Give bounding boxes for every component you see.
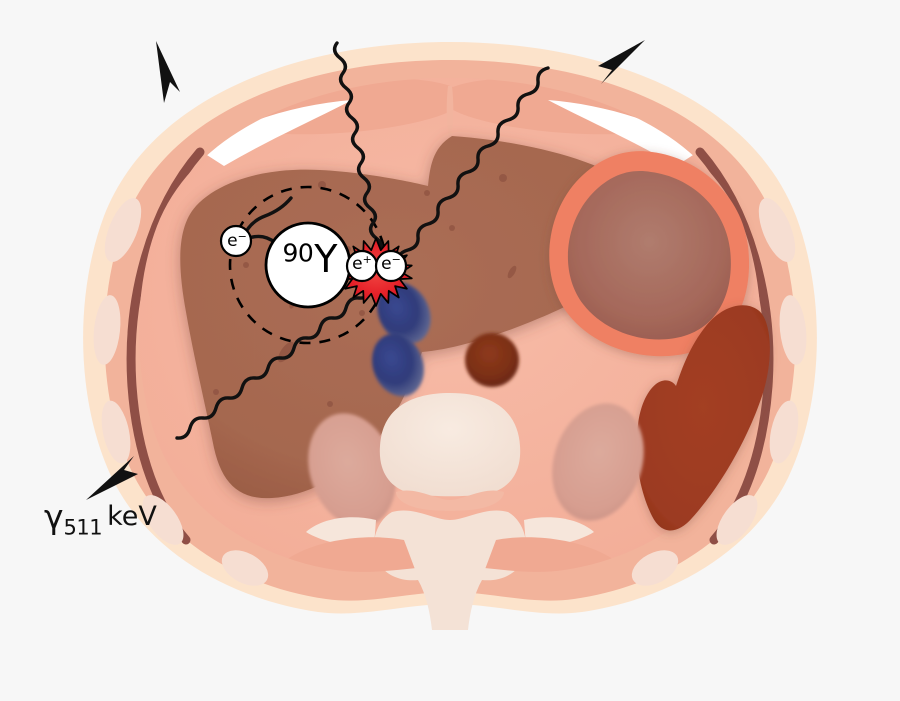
photon-path-upper-left bbox=[332, 41, 384, 270]
liver-speckle bbox=[318, 181, 326, 189]
spleen bbox=[636, 305, 770, 531]
vertebral-body bbox=[379, 393, 521, 497]
positron-marker bbox=[345, 249, 379, 283]
rib-cross-section bbox=[104, 198, 142, 262]
photon-arrowheads bbox=[86, 40, 645, 500]
rib-cross-sections bbox=[93, 198, 807, 586]
vein-lower bbox=[372, 333, 424, 397]
photon-paths bbox=[175, 41, 550, 440]
liver-speckle bbox=[359, 310, 365, 316]
photon-path-lower-left bbox=[175, 286, 374, 440]
photon-path-upper-right bbox=[386, 66, 550, 278]
arrowhead-lower-left bbox=[86, 456, 138, 500]
orbital-electron-marker bbox=[219, 224, 253, 258]
spleen-body bbox=[636, 305, 770, 531]
rib-cage bbox=[93, 147, 807, 586]
liver-speckle bbox=[449, 225, 455, 231]
gamma-symbol: γ bbox=[44, 497, 64, 536]
gamma-unit: keV bbox=[107, 501, 157, 533]
rib-cross-section bbox=[142, 495, 184, 545]
erector-spinae-left bbox=[266, 537, 416, 572]
arrowhead-upper-left bbox=[156, 41, 180, 103]
gamma-subscript: 511 bbox=[63, 515, 103, 540]
rib-cross-section bbox=[779, 295, 807, 365]
paraspinal-muscles bbox=[141, 537, 759, 572]
liver-speckle bbox=[424, 190, 430, 196]
vein-upper bbox=[377, 282, 431, 344]
stomach bbox=[549, 151, 750, 357]
stomach-lumen bbox=[567, 171, 731, 340]
rib-cross-section bbox=[93, 295, 121, 365]
annihilation-electron-marker bbox=[374, 249, 408, 283]
erector-spinae-right bbox=[484, 537, 634, 572]
kidneys bbox=[308, 403, 644, 527]
great-vessels bbox=[372, 282, 519, 397]
rib-cross-section bbox=[769, 400, 799, 464]
rib-cross-section bbox=[758, 198, 796, 262]
arrowhead-upper-right bbox=[598, 40, 645, 84]
rib-cross-section bbox=[221, 550, 269, 586]
electron-track-upper bbox=[241, 196, 293, 240]
liver-speckle bbox=[327, 401, 333, 407]
kidney-right bbox=[552, 403, 644, 521]
rib-cross-section bbox=[716, 495, 758, 545]
rib-cross-section bbox=[631, 550, 679, 586]
y90-nucleus-marker bbox=[264, 221, 352, 309]
liver-speckle bbox=[243, 262, 249, 268]
fascia-highlight-right bbox=[548, 100, 704, 166]
linea-alba bbox=[446, 86, 454, 142]
liver-speckle bbox=[507, 265, 517, 279]
vertebral-arch bbox=[373, 510, 527, 630]
aorta bbox=[465, 333, 519, 387]
intervertebral-disc bbox=[396, 490, 504, 511]
kidney-left bbox=[308, 413, 396, 527]
liver-speckle bbox=[213, 389, 219, 395]
particle-markers bbox=[219, 221, 408, 309]
fascia-highlight bbox=[196, 100, 352, 166]
liver-speckle bbox=[499, 174, 507, 182]
rib-cross-section bbox=[101, 400, 131, 464]
